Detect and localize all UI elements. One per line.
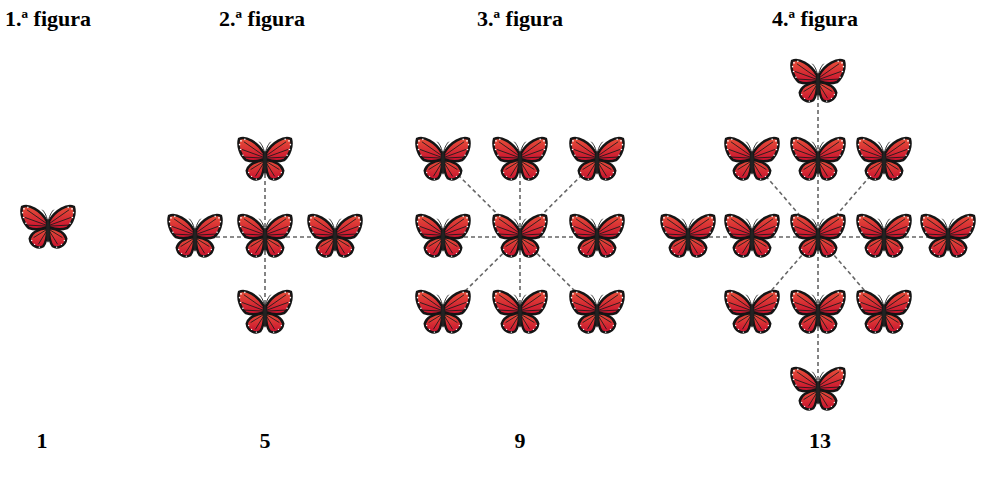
butterfly: [168, 215, 221, 257]
butterfly: [791, 60, 844, 102]
figure-count: 5: [260, 428, 271, 454]
butterfly: [238, 215, 291, 257]
butterfly: [725, 138, 778, 180]
butterfly: [661, 215, 714, 257]
figure-title: 2.ª figura: [219, 6, 305, 32]
butterfly: [857, 215, 910, 257]
figure-count: 13: [809, 428, 831, 454]
figure-title: 4.ª figura: [772, 6, 858, 32]
figure-count: 9: [515, 428, 526, 454]
butterfly: [416, 215, 469, 257]
butterfly: [570, 215, 623, 257]
butterfly: [921, 215, 974, 257]
butterfly: [493, 291, 546, 333]
butterfly: [493, 215, 546, 257]
butterfly: [21, 206, 74, 248]
butterfly: [238, 138, 291, 180]
figure-title: 1.ª figura: [5, 6, 91, 32]
butterfly: [857, 138, 910, 180]
butterfly: [493, 138, 546, 180]
butterfly: [725, 215, 778, 257]
butterfly: [857, 291, 910, 333]
butterfly: [570, 138, 623, 180]
butterfly: [791, 368, 844, 410]
butterfly: [238, 291, 291, 333]
butterfly: [416, 138, 469, 180]
butterfly: [308, 215, 361, 257]
butterfly: [416, 291, 469, 333]
butterfly: [791, 215, 844, 257]
butterfly: [791, 138, 844, 180]
butterfly: [725, 291, 778, 333]
butterfly: [791, 291, 844, 333]
figure-title: 3.ª figura: [477, 6, 563, 32]
butterfly: [570, 291, 623, 333]
dashed-lines: [195, 82, 948, 390]
figure-count: 1: [37, 428, 48, 454]
butterflies: [21, 60, 974, 410]
